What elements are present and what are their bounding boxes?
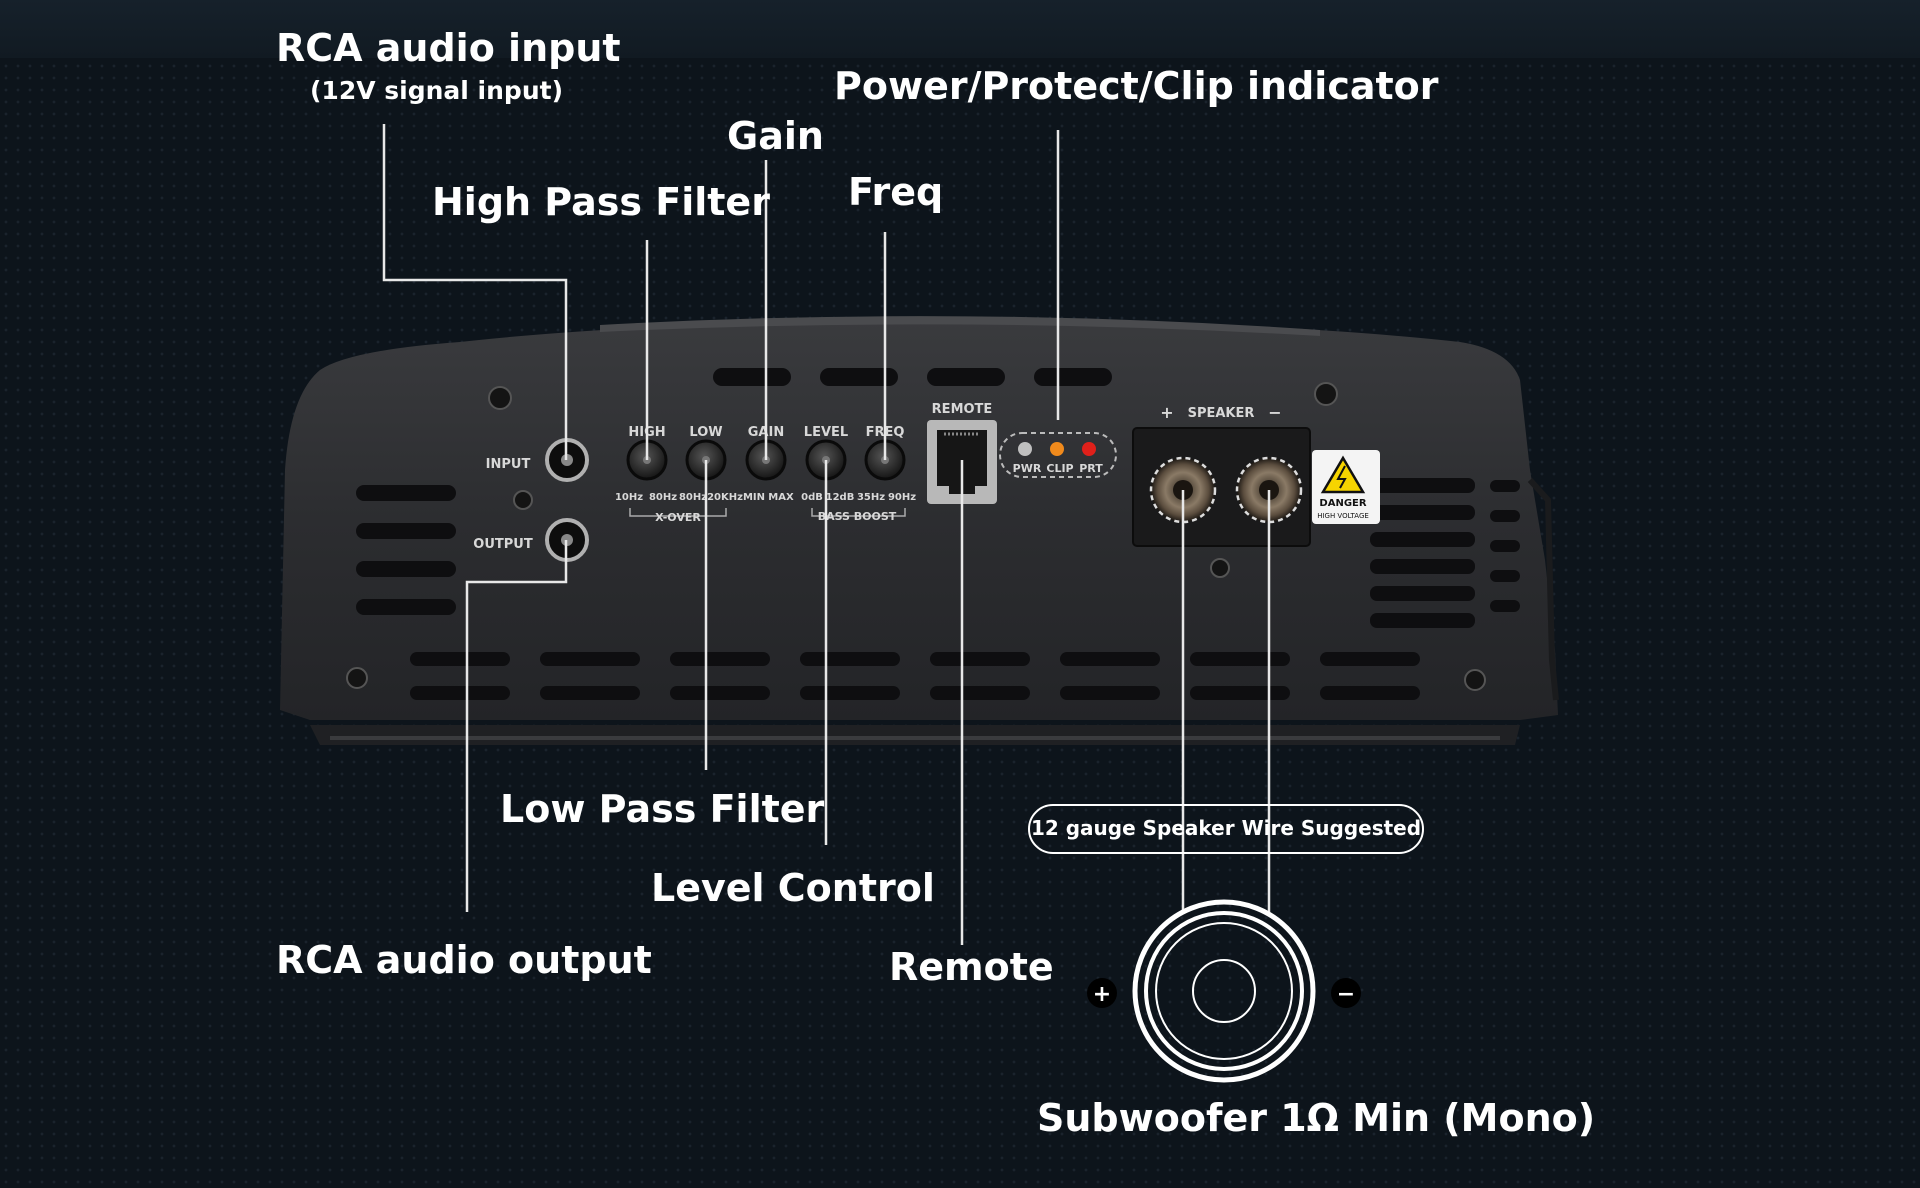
wire-note-badge: 12 gauge Speaker Wire Suggested <box>1028 804 1424 854</box>
top-strip <box>0 0 1920 58</box>
high-range-min: 10Hz <box>615 492 643 503</box>
danger-label: DANGER <box>1319 498 1366 509</box>
danger-sticker <box>1312 450 1380 524</box>
low-range-min: 80Hz <box>679 492 707 503</box>
level-range-min: 0dB <box>801 492 823 503</box>
plus-symbol: + <box>1093 982 1111 1007</box>
plus-terminal-icon: + <box>1087 978 1117 1008</box>
low-range-max: 20KHz <box>707 492 743 503</box>
subwoofer-label: Subwoofer 1Ω Min (Mono) <box>1037 1096 1596 1140</box>
input-panel-label: INPUT <box>486 457 531 472</box>
right-vents <box>1370 478 1520 628</box>
xover-label: X-OVER <box>655 511 701 524</box>
speaker-minus-label: − <box>1268 403 1281 422</box>
minus-symbol: − <box>1337 982 1355 1007</box>
freq-range-max: 90Hz <box>888 492 916 503</box>
led-label-clip: CLIP <box>1046 462 1073 475</box>
freq-range-min: 35Hz <box>857 492 885 503</box>
gain-label: Gain <box>727 114 824 158</box>
high-voltage-label: HIGH VOLTAGE <box>1317 512 1369 520</box>
rca-input-label: RCA audio input <box>276 26 621 70</box>
top-vents <box>713 368 1112 386</box>
led-label-pwr: PWR <box>1013 462 1042 475</box>
high-range-max: 80Hz <box>649 492 677 503</box>
left-vents <box>356 485 456 615</box>
freq-label: Freq <box>848 170 944 214</box>
bass-boost-label: BASS BOOST <box>818 510 897 523</box>
gain-range-min: MIN <box>743 492 765 503</box>
high-pass-label: High Pass Filter <box>432 180 770 224</box>
remote-panel-label: REMOTE <box>932 402 993 417</box>
level-range-max: 12dB <box>826 492 855 503</box>
low-pass-label: Low Pass Filter <box>500 787 825 831</box>
knob-label-level: LEVEL <box>804 425 848 440</box>
level-control-label: Level Control <box>651 866 935 910</box>
callout-lines <box>382 124 1271 945</box>
indicator-label: Power/Protect/Clip indicator <box>834 64 1439 108</box>
minus-terminal-icon: − <box>1331 978 1361 1008</box>
rca-input-sublabel: (12V signal input) <box>310 76 563 105</box>
remote-label: Remote <box>889 945 1054 989</box>
led-indicator-group <box>999 432 1117 478</box>
knob-label-low: LOW <box>689 425 722 440</box>
speaker-panel-label: SPEAKER <box>1188 406 1255 421</box>
output-panel-label: OUTPUT <box>473 537 533 552</box>
amplifier-chassis <box>280 316 1559 745</box>
led-label-prt: PRT <box>1079 462 1103 475</box>
gain-range-max: MAX <box>768 492 794 503</box>
screws <box>346 382 1486 691</box>
rca-output-label: RCA audio output <box>276 938 652 982</box>
subwoofer-icon <box>1132 899 1316 1083</box>
speaker-terminal-block <box>1132 427 1311 547</box>
speaker-plus-label: + <box>1160 403 1173 422</box>
